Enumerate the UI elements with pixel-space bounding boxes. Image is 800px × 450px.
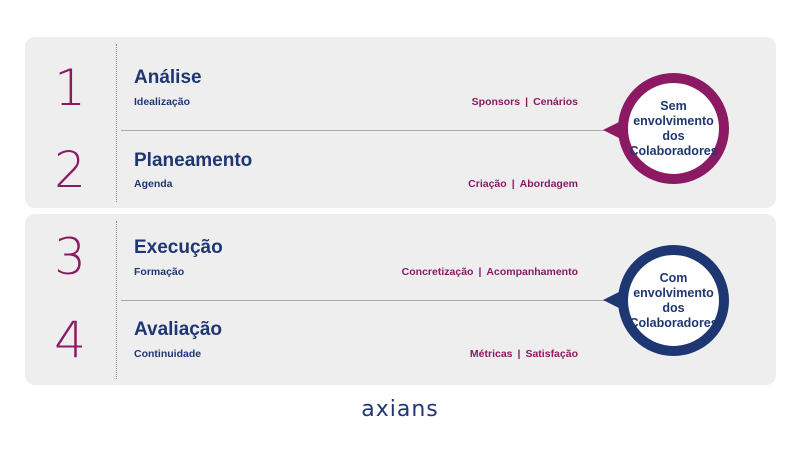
phase-tag: Sponsors bbox=[471, 96, 521, 108]
dotted-divider bbox=[116, 44, 117, 202]
phase-tag: Criação bbox=[468, 178, 507, 190]
phase-divider bbox=[121, 130, 621, 131]
phase-title: Execução bbox=[134, 237, 223, 258]
phase-subtitle: Idealização bbox=[134, 96, 191, 108]
phase-number: 1 bbox=[54, 59, 86, 117]
phase-tag: Cenários bbox=[533, 96, 578, 108]
phase-number: 3 bbox=[54, 228, 86, 286]
axians-logo: axians bbox=[361, 397, 439, 422]
involvement-circle: Sem envolvimento dos Colaboradores bbox=[618, 73, 729, 184]
circle-pointer bbox=[603, 121, 621, 139]
involvement-circle: Com envolvimento dos Colaboradores bbox=[618, 245, 729, 356]
phase-tag: Satisfação bbox=[525, 348, 578, 360]
phase-title: Análise bbox=[134, 67, 202, 88]
circle-line: dos bbox=[662, 300, 685, 315]
tag-separator: | bbox=[511, 178, 515, 190]
circle-line: Com bbox=[659, 270, 688, 285]
tag-separator: | bbox=[525, 96, 529, 108]
circle-pointer bbox=[603, 291, 621, 309]
phase-tags: Criação | Abordagem bbox=[468, 177, 578, 191]
phase-tag: Abordagem bbox=[519, 178, 578, 190]
tag-separator: | bbox=[478, 266, 482, 278]
phase-tags: Concretização | Acompanhamento bbox=[402, 265, 578, 279]
circle-line: envolvimento bbox=[633, 113, 714, 128]
phase-number: 4 bbox=[54, 311, 86, 369]
phase-subtitle: Continuidade bbox=[134, 348, 202, 360]
phase-tag: Métricas bbox=[469, 348, 513, 360]
phase-subtitle: Agenda bbox=[134, 178, 173, 190]
phase-tags: Métricas | Satisfação bbox=[470, 347, 578, 361]
phase-tag: Acompanhamento bbox=[486, 266, 578, 278]
phase-tag: Concretização bbox=[401, 266, 474, 278]
phase-title: Planeamento bbox=[134, 150, 253, 171]
circle-line: envolvimento bbox=[633, 285, 714, 300]
circle-line: Colaboradores bbox=[629, 143, 718, 158]
dotted-divider bbox=[116, 221, 117, 379]
phase-tags: Sponsors | Cenários bbox=[472, 95, 578, 109]
phase-subtitle: Formação bbox=[134, 266, 185, 278]
tag-separator: | bbox=[517, 348, 521, 360]
circle-line: Colaboradores bbox=[629, 315, 718, 330]
circle-line: dos bbox=[662, 128, 685, 143]
phase-number: 2 bbox=[54, 141, 86, 199]
circle-line: Sem bbox=[660, 98, 687, 113]
phase-divider bbox=[121, 300, 621, 301]
phase-title: Avaliação bbox=[134, 319, 223, 340]
